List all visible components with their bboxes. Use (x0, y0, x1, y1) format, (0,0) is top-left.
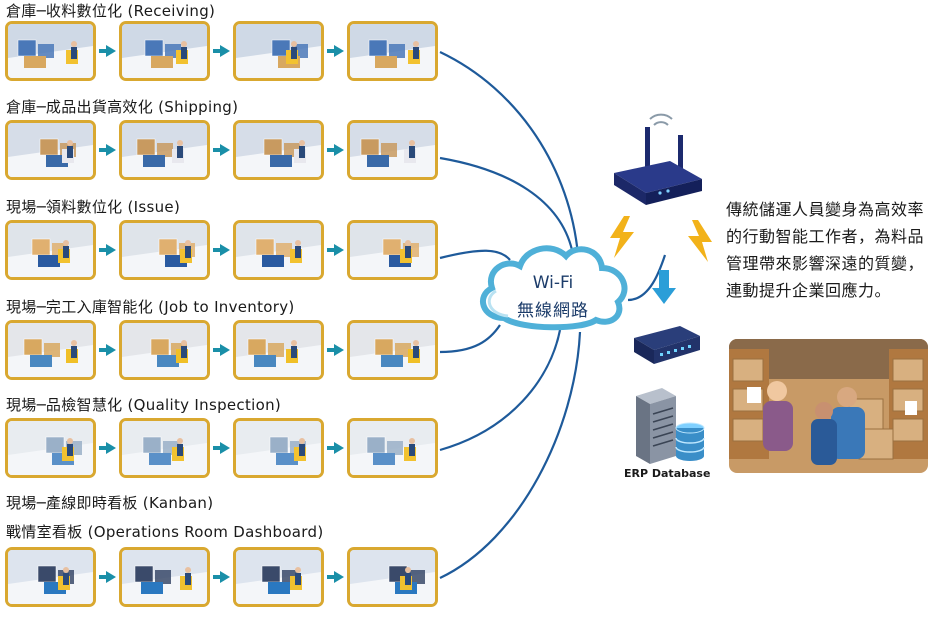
scene-thumbnail-receiving-2 (119, 21, 210, 81)
down-arrow-icon (652, 270, 676, 304)
lightning-icon (610, 216, 634, 258)
step-arrow-icon (327, 45, 344, 57)
step-arrow-icon (213, 244, 230, 256)
cloud-label-network: 無線網路 (517, 301, 589, 321)
step-arrow-icon (213, 571, 230, 583)
row-label-job-to-inventory: 現場─完工入庫智能化 (Job to Inventory) (6, 298, 295, 316)
scene-thumbnail-job-to-inventory-3 (233, 320, 324, 380)
scene-thumbnail-quality-inspection-2 (119, 418, 210, 478)
erp-database-label: ERP Database (624, 467, 711, 480)
connector-kanban (439, 331, 582, 579)
scene-thumbnail-shipping-2 (119, 120, 210, 180)
network-switch-icon (634, 326, 700, 364)
step-arrow-icon (327, 344, 344, 356)
step-arrow-icon (99, 45, 116, 57)
scene-thumbnail-kanban-3 (233, 547, 324, 607)
warehouse-photo (729, 339, 928, 473)
scene-thumbnail-receiving-4 (347, 21, 438, 81)
connector-issue (439, 249, 511, 261)
cloud-label-wifi: Wi-Fi (532, 273, 574, 293)
step-arrow-icon (213, 442, 230, 454)
cloud-icon (480, 245, 628, 331)
scene-thumbnail-issue-2 (119, 220, 210, 280)
scene-thumbnail-shipping-4 (347, 120, 438, 180)
scene-thumbnail-job-to-inventory-2 (119, 320, 210, 380)
scene-thumbnail-kanban-2 (119, 547, 210, 607)
scene-thumbnail-quality-inspection-3 (233, 418, 324, 478)
connector-shipping (439, 156, 574, 251)
connector-job (439, 324, 501, 354)
step-arrow-icon (213, 45, 230, 57)
step-arrow-icon (99, 442, 116, 454)
scene-thumbnail-shipping-3 (233, 120, 324, 180)
row-label-issue: 現場─領料數位化 (Issue) (6, 198, 181, 216)
connector-quality (439, 329, 562, 452)
step-arrow-icon (99, 571, 116, 583)
side-description: 傳統儲運人員變身為高效率的行動智能工作者，為料品管理帶來影響深遠的質變，連動提升… (726, 200, 925, 300)
scene-thumbnail-receiving-1 (5, 21, 96, 81)
scene-thumbnail-quality-inspection-1 (5, 418, 96, 478)
row-label-receiving: 倉庫─收料數位化 (Receiving) (6, 2, 216, 20)
scene-thumbnail-job-to-inventory-4 (347, 320, 438, 380)
step-arrow-icon (327, 571, 344, 583)
step-arrow-icon (213, 344, 230, 356)
scene-thumbnail-issue-3 (233, 220, 324, 280)
scene-thumbnail-quality-inspection-4 (347, 418, 438, 478)
database-icon (675, 422, 705, 461)
step-arrow-icon (99, 344, 116, 356)
scene-thumbnail-receiving-3 (233, 21, 324, 81)
scene-thumbnail-issue-4 (347, 220, 438, 280)
step-arrow-icon (327, 144, 344, 156)
connector-router (627, 254, 667, 302)
server-icon (636, 388, 676, 464)
step-arrow-icon (213, 144, 230, 156)
step-arrow-icon (327, 442, 344, 454)
row-label-dashboard: 戰情室看板 (Operations Room Dashboard) (6, 523, 324, 541)
scene-thumbnail-issue-1 (5, 220, 96, 280)
connector-receiving (439, 51, 580, 256)
scene-thumbnail-kanban-1 (5, 547, 96, 607)
scene-thumbnail-kanban-4 (347, 547, 438, 607)
step-arrow-icon (99, 144, 116, 156)
wifi-router-icon (614, 113, 702, 205)
row-label-shipping: 倉庫─成品出貨高效化 (Shipping) (6, 98, 239, 116)
row-label-kanban: 現場─產線即時看板 (Kanban) (6, 494, 214, 512)
step-arrow-icon (99, 244, 116, 256)
lightning-icon (688, 220, 712, 262)
scene-thumbnail-job-to-inventory-1 (5, 320, 96, 380)
step-arrow-icon (327, 244, 344, 256)
scene-thumbnail-shipping-1 (5, 120, 96, 180)
row-label-quality-inspection: 現場─品檢智慧化 (Quality Inspection) (6, 396, 282, 414)
